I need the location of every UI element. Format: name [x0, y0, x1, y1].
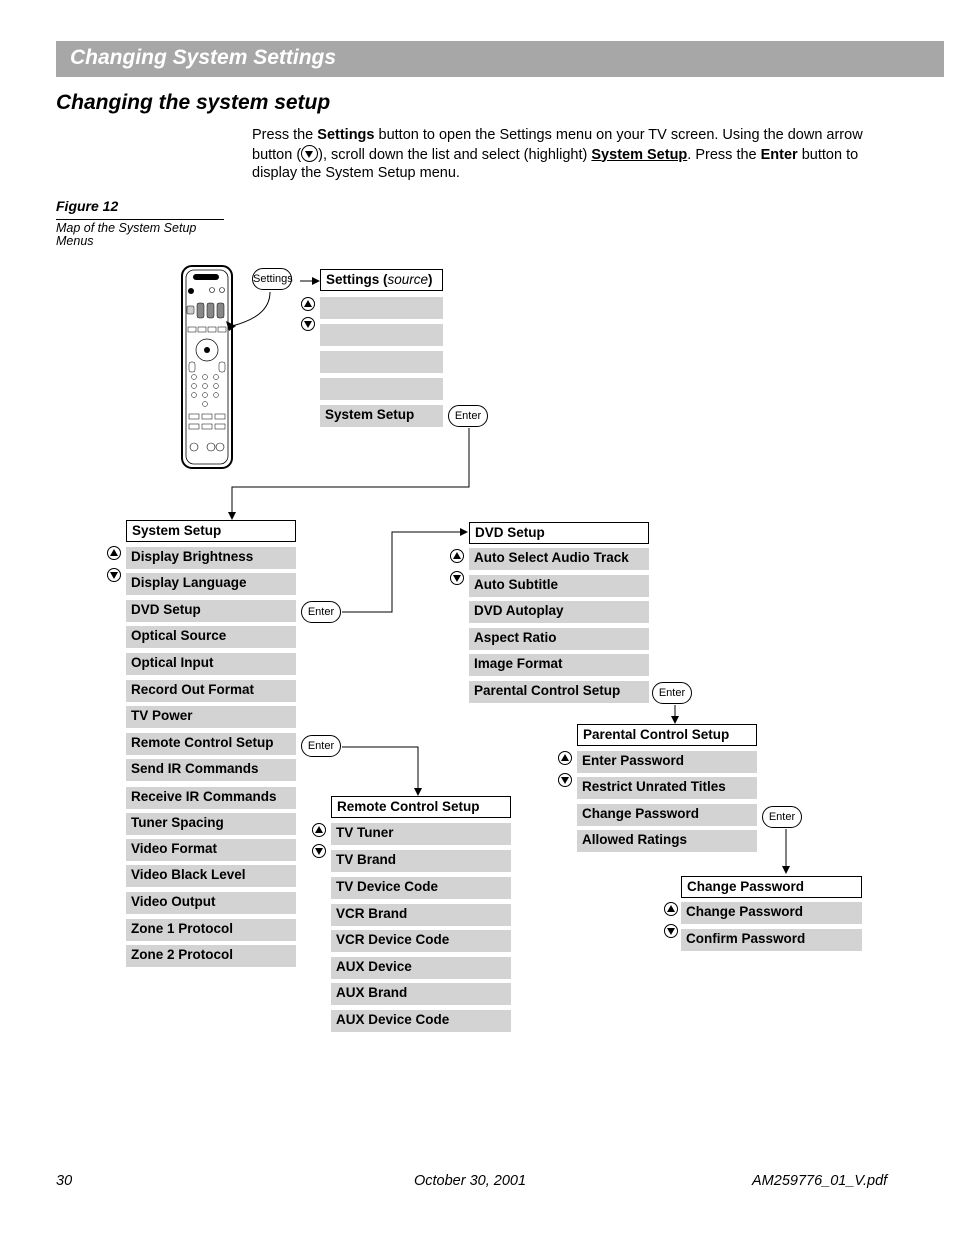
page-title: Changing the system setup [56, 91, 331, 114]
dvd-setup-menu-item[interactable]: Auto Select Audio Track [469, 548, 649, 570]
remote-control-menu-item[interactable]: AUX Device [331, 957, 511, 979]
settings-menu-item[interactable] [320, 297, 443, 319]
system-setup-menu-item[interactable]: Send IR Commands [126, 759, 296, 781]
dvd-setup-menu-item[interactable]: Parental Control Setup [469, 681, 649, 703]
dvd-setup-menu-item[interactable]: DVD Autoplay [469, 601, 649, 623]
enter-button[interactable]: Enter [448, 405, 488, 427]
system-setup-menu-item[interactable]: Video Black Level [126, 865, 296, 887]
system-setup-menu-item[interactable]: Display Brightness [126, 547, 296, 569]
up-arrow-icon [450, 549, 464, 563]
change-password-menu-item[interactable]: Confirm Password [681, 929, 862, 951]
change-password-menu-item[interactable]: Change Password [681, 902, 862, 924]
section-banner: Changing System Settings [56, 41, 944, 77]
down-arrow-icon [301, 317, 315, 331]
system-setup-menu-item[interactable]: Record Out Format [126, 680, 296, 702]
system-setup-menu-item[interactable]: Tuner Spacing [126, 813, 296, 835]
down-arrow-icon [558, 773, 572, 787]
up-arrow-icon [107, 546, 121, 560]
settings-button[interactable]: Settings [252, 268, 293, 290]
intro-text: button to display the System Setup menu. [252, 146, 859, 182]
system-setup-menu-item[interactable]: Optical Input [126, 653, 296, 675]
intro-settings-term: Settings [317, 127, 375, 143]
system-setup-menu-item[interactable]: Zone 1 Protocol [126, 919, 296, 941]
settings-menu-item[interactable] [320, 378, 443, 400]
remote-control-menu-title: Remote Control Setup [331, 796, 511, 818]
down-arrow-icon [450, 571, 464, 585]
intro-paragraph: Press the Settings button to open the Se… [252, 126, 902, 183]
banner-title: Changing System Settings [70, 46, 337, 69]
down-arrow-icon [107, 568, 121, 582]
remote-control-menu-item[interactable]: TV Device Code [331, 877, 511, 899]
remote-control-menu-item[interactable]: TV Tuner [331, 823, 511, 845]
up-arrow-icon [558, 751, 572, 765]
down-arrow-icon [301, 144, 319, 162]
enter-button[interactable]: Enter [301, 601, 341, 623]
figure-label: Figure 12 [56, 198, 119, 214]
down-arrow-icon [312, 844, 326, 858]
system-setup-menu-item[interactable]: Optical Source [126, 626, 296, 648]
system-setup-menu-item[interactable]: TV Power [126, 706, 296, 728]
intro-text: button to open the Settings menu on your… [252, 127, 863, 163]
down-arrow-icon [664, 924, 678, 938]
system-setup-menu-item[interactable]: Receive IR Commands [126, 787, 296, 809]
page-number: 30 [56, 1173, 73, 1189]
intro-system-setup-term: System Setup [591, 146, 688, 163]
figure-rule [56, 219, 224, 220]
parental-control-menu-title: Parental Control Setup [577, 724, 757, 746]
enter-button[interactable]: Enter [762, 806, 802, 828]
intro-text: ), scroll down the list and select (high… [318, 146, 592, 163]
dvd-setup-menu-title: DVD Setup [469, 522, 649, 544]
intro-text: . Press the [687, 146, 761, 163]
system-setup-menu-item[interactable]: DVD Setup [126, 600, 296, 622]
settings-menu-title: Settings (source) [320, 269, 443, 291]
system-setup-menu-title: System Setup [126, 520, 296, 542]
figure-caption: Map of the System Setup Menus [56, 221, 197, 248]
enter-button[interactable]: Enter [301, 735, 341, 757]
dvd-setup-menu-item[interactable]: Aspect Ratio [469, 628, 649, 650]
system-setup-menu-item[interactable]: Video Format [126, 839, 296, 861]
dvd-setup-menu-item[interactable]: Image Format [469, 654, 649, 676]
intro-text: Press the [252, 127, 318, 143]
settings-menu-system-setup[interactable]: System Setup [320, 405, 443, 427]
system-setup-menu-item[interactable]: Video Output [126, 892, 296, 914]
remote-control-menu-item[interactable]: VCR Brand [331, 904, 511, 926]
up-arrow-icon [301, 297, 315, 311]
remote-control-menu-item[interactable]: TV Brand [331, 850, 511, 872]
intro-enter-term: Enter [760, 146, 798, 163]
dvd-setup-menu-item[interactable]: Auto Subtitle [469, 575, 649, 597]
remote-control-menu-item[interactable]: VCR Device Code [331, 930, 511, 952]
settings-menu-item[interactable] [320, 324, 443, 346]
change-password-menu-title: Change Password [681, 876, 862, 898]
footer-date: October 30, 2001 [414, 1173, 527, 1189]
remote-control-menu-item[interactable]: AUX Device Code [331, 1010, 511, 1032]
parental-control-menu-item[interactable]: Restrict Unrated Titles [577, 777, 757, 799]
parental-control-menu-item[interactable]: Change Password [577, 804, 757, 826]
system-setup-menu-item[interactable]: Zone 2 Protocol [126, 945, 296, 967]
settings-menu-item[interactable] [320, 351, 443, 373]
system-setup-menu-item[interactable]: Remote Control Setup [126, 733, 296, 755]
up-arrow-icon [664, 902, 678, 916]
system-setup-menu-item[interactable]: Display Language [126, 573, 296, 595]
enter-button[interactable]: Enter [652, 682, 692, 704]
parental-control-menu-item[interactable]: Allowed Ratings [577, 830, 757, 852]
remote-control-menu-item[interactable]: AUX Brand [331, 983, 511, 1005]
parental-control-menu-item[interactable]: Enter Password [577, 751, 757, 773]
footer-file: AM259776_01_V.pdf [752, 1173, 888, 1189]
up-arrow-icon [312, 823, 326, 837]
